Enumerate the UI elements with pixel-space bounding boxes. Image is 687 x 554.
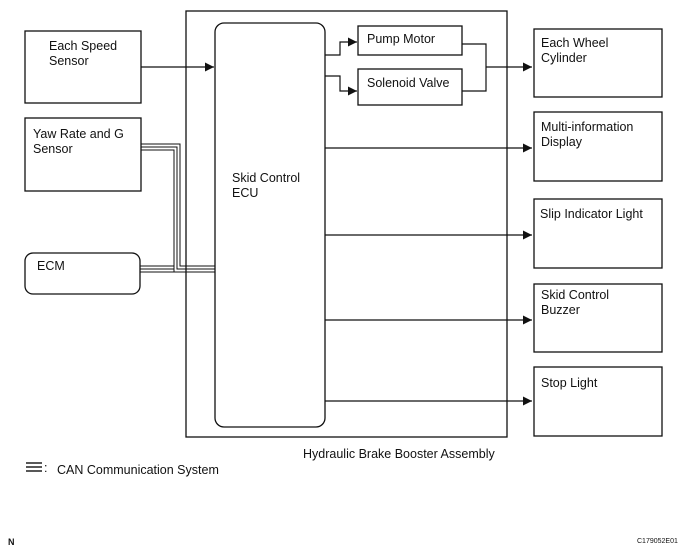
buzzer-label-line-2: Buzzer <box>541 303 580 317</box>
ecu-to-pump-arrow <box>325 37 357 56</box>
stop-light-label: Stop Light <box>541 376 598 390</box>
yaw-sensor-label-line-2: Sensor <box>33 142 73 156</box>
multi-display-label-line-1: Multi-information <box>541 120 633 134</box>
ecu-label-line-1: Skid Control <box>232 171 300 185</box>
solenoid-valve-label: Solenoid Valve <box>367 76 450 90</box>
legend-colon: : <box>44 461 47 475</box>
pump-motor-box <box>357 25 463 56</box>
each-wheel-cylinder-box <box>533 28 663 98</box>
speed-sensor-label-line-2: Sensor <box>49 54 89 68</box>
legend-label: CAN Communication System <box>57 463 219 477</box>
assembly-caption: Hydraulic Brake Booster Assembly <box>303 447 495 461</box>
figure-code: C179052E01 <box>637 538 678 545</box>
footer-left-letter: N <box>8 537 15 547</box>
yaw-rate-g-sensor-box <box>24 117 142 192</box>
pump-motor-label: Pump Motor <box>367 32 435 46</box>
slip-light-label: Slip Indicator Light <box>540 207 643 221</box>
actuator-merge-lines <box>462 43 487 92</box>
multi-information-display-box <box>533 111 663 182</box>
ecm-label: ECM <box>37 259 65 273</box>
can-legend-symbol <box>26 462 42 472</box>
stop-light-box <box>533 366 663 437</box>
skid-control-ecu-box <box>214 22 326 428</box>
ecm-box <box>24 252 141 295</box>
slip-indicator-light-box <box>533 198 663 269</box>
wheel-cylinder-label-line-1: Each Wheel <box>541 36 608 50</box>
buzzer-label-line-1: Skid Control <box>541 288 609 302</box>
ecu-label-line-2: ECU <box>232 186 258 200</box>
yaw-sensor-label-line-1: Yaw Rate and G <box>33 127 124 141</box>
speed-sensor-label-line-1: Each Speed <box>49 39 117 53</box>
wheel-cylinder-label-line-2: Cylinder <box>541 51 587 65</box>
hydraulic-brake-booster-assembly-frame <box>185 10 508 438</box>
can-bus-lines <box>140 143 215 273</box>
multi-display-label-line-2: Display <box>541 135 583 149</box>
solenoid-valve-box <box>357 68 463 106</box>
skid-control-buzzer-box <box>533 283 663 353</box>
ecu-to-solenoid-arrow <box>325 75 357 96</box>
